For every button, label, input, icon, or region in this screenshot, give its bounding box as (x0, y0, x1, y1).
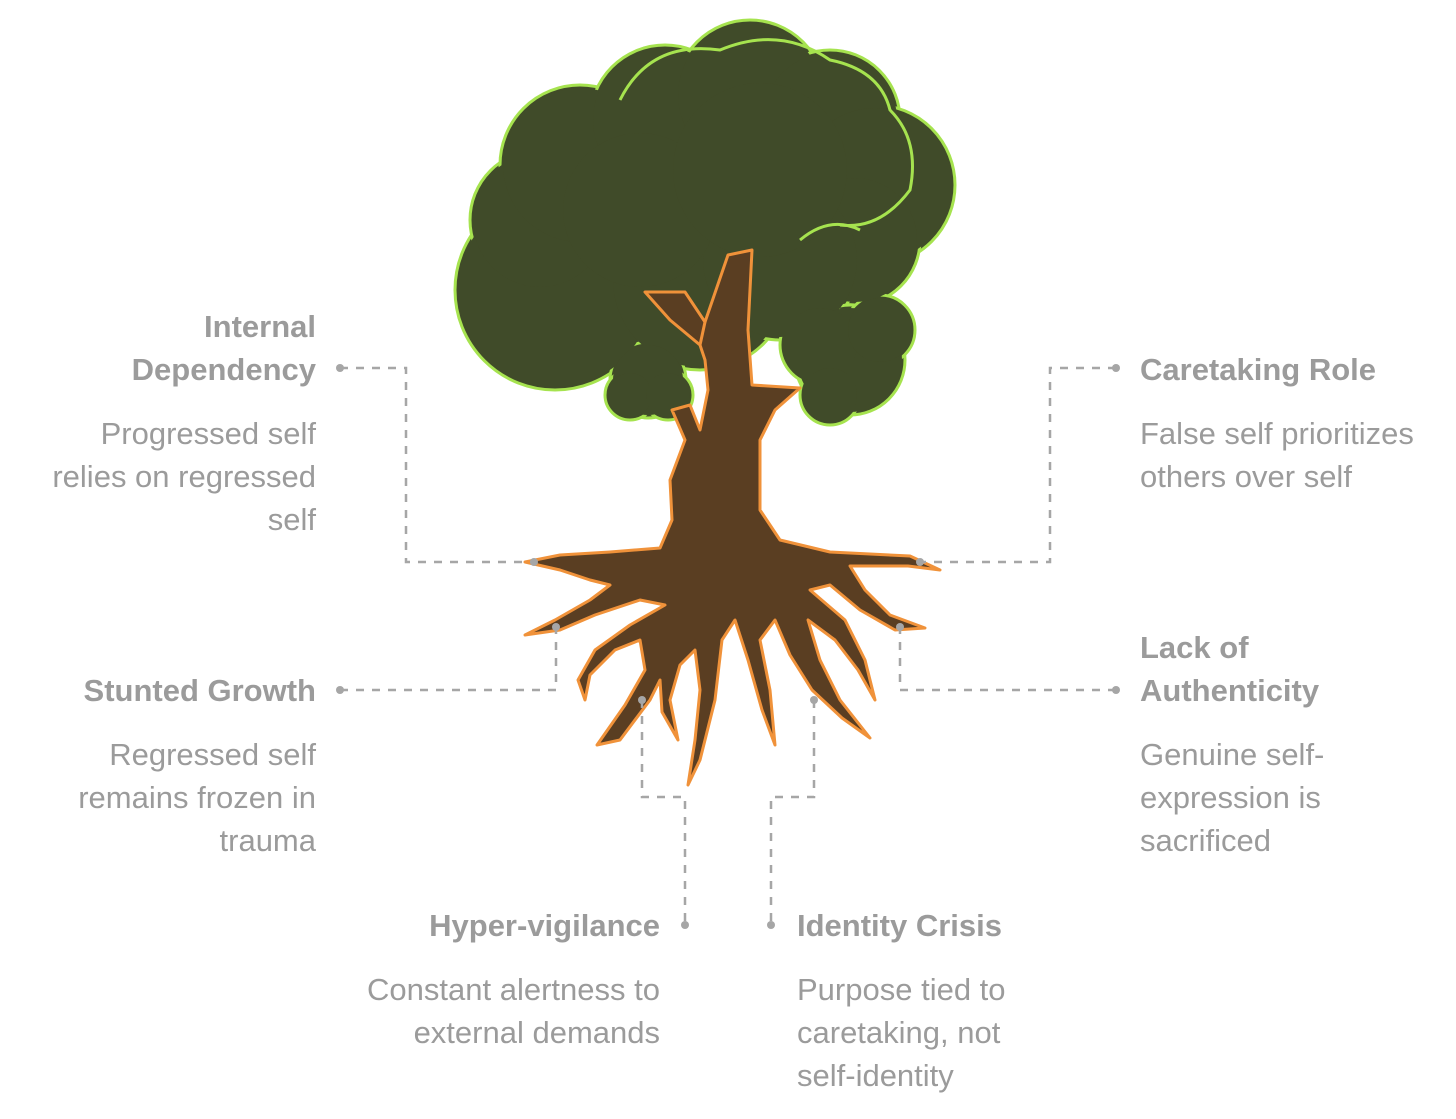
connector-internal-dependency (336, 364, 538, 566)
identity-crisis-description: Purpose tied to caretaking, not self-ide… (797, 972, 1006, 1093)
label-caretaking-role: Caretaking Role False self prioritizes o… (1140, 348, 1420, 498)
connector-caretaking-role (916, 364, 1120, 566)
stunted-growth-description: Regressed self remains frozen in trauma (78, 737, 316, 858)
connector-identity-crisis (767, 696, 818, 929)
label-hyper-vigilance: Hyper-vigilance Constant alertness to ex… (360, 904, 660, 1054)
hyper-vigilance-description: Constant alertness to external demands (367, 972, 660, 1050)
identity-crisis-title: Identity Crisis (797, 908, 1002, 943)
internal-dependency-title: Internal Dependency (131, 309, 316, 387)
label-stunted-growth: Stunted Growth Regressed self remains fr… (30, 669, 316, 862)
label-lack-of-authenticity: Lack of Authenticity Genuine self-expres… (1140, 626, 1380, 862)
tree-trunk (523, 248, 942, 787)
connector-stunted-growth (336, 623, 560, 694)
connector-hyper-vigilance (638, 696, 689, 929)
stunted-growth-title: Stunted Growth (83, 673, 316, 708)
lack-of-authenticity-description: Genuine self-expression is sacrificed (1140, 737, 1325, 858)
internal-dependency-description: Progressed self relies on regressed self (52, 416, 316, 537)
connector-lack-of-authenticity (896, 623, 1120, 694)
caretaking-role-title: Caretaking Role (1140, 352, 1377, 387)
lack-of-authenticity-title: Lack of Authenticity (1140, 630, 1320, 708)
label-internal-dependency: Internal Dependency Progressed self reli… (40, 305, 316, 541)
caretaking-role-description: False self prioritizes others over self (1140, 416, 1414, 494)
hyper-vigilance-title: Hyper-vigilance (429, 908, 660, 943)
label-identity-crisis: Identity Crisis Purpose tied to caretaki… (797, 904, 1057, 1097)
